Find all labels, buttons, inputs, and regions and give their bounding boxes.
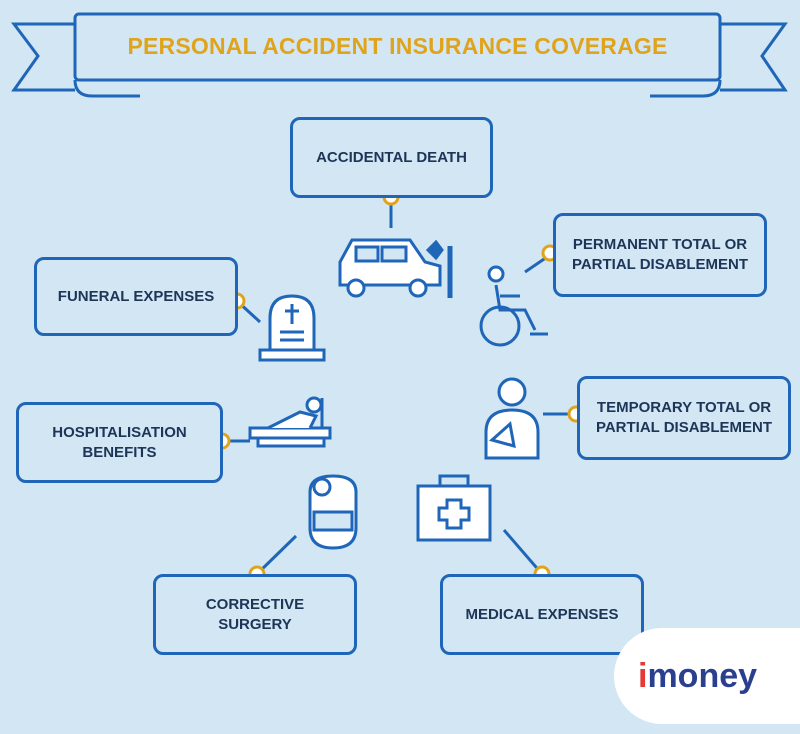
node-funeral-expenses: FUNERAL EXPENSES	[34, 257, 238, 336]
title-banner	[11, 12, 788, 98]
node-corrective-surgery: CORRECTIVE SURGERY	[153, 574, 357, 655]
hospital-bed-icon	[248, 396, 332, 448]
arm-sling-person-icon	[484, 377, 540, 460]
node-temporary-disablement: TEMPORARY TOTAL OR PARTIAL DISABLEMENT	[577, 376, 791, 460]
wheelchair-icon	[479, 265, 548, 347]
first-aid-kit-icon	[416, 474, 492, 542]
node-hospitalisation-benefits: HOSPITALISATION BENEFITS	[16, 402, 223, 483]
node-permanent-disablement: PERMANENT TOTAL OR PARTIAL DISABLEMENT	[553, 213, 767, 297]
page-title: PERSONAL ACCIDENT INSURANCE COVERAGE	[127, 32, 668, 59]
node-medical-expenses: MEDICAL EXPENSES	[440, 574, 644, 655]
tombstone-icon	[258, 294, 326, 362]
surgeon-icon	[308, 474, 358, 550]
car-crash-icon	[338, 238, 453, 298]
node-accidental-death: ACCIDENTAL DEATH	[290, 117, 493, 198]
